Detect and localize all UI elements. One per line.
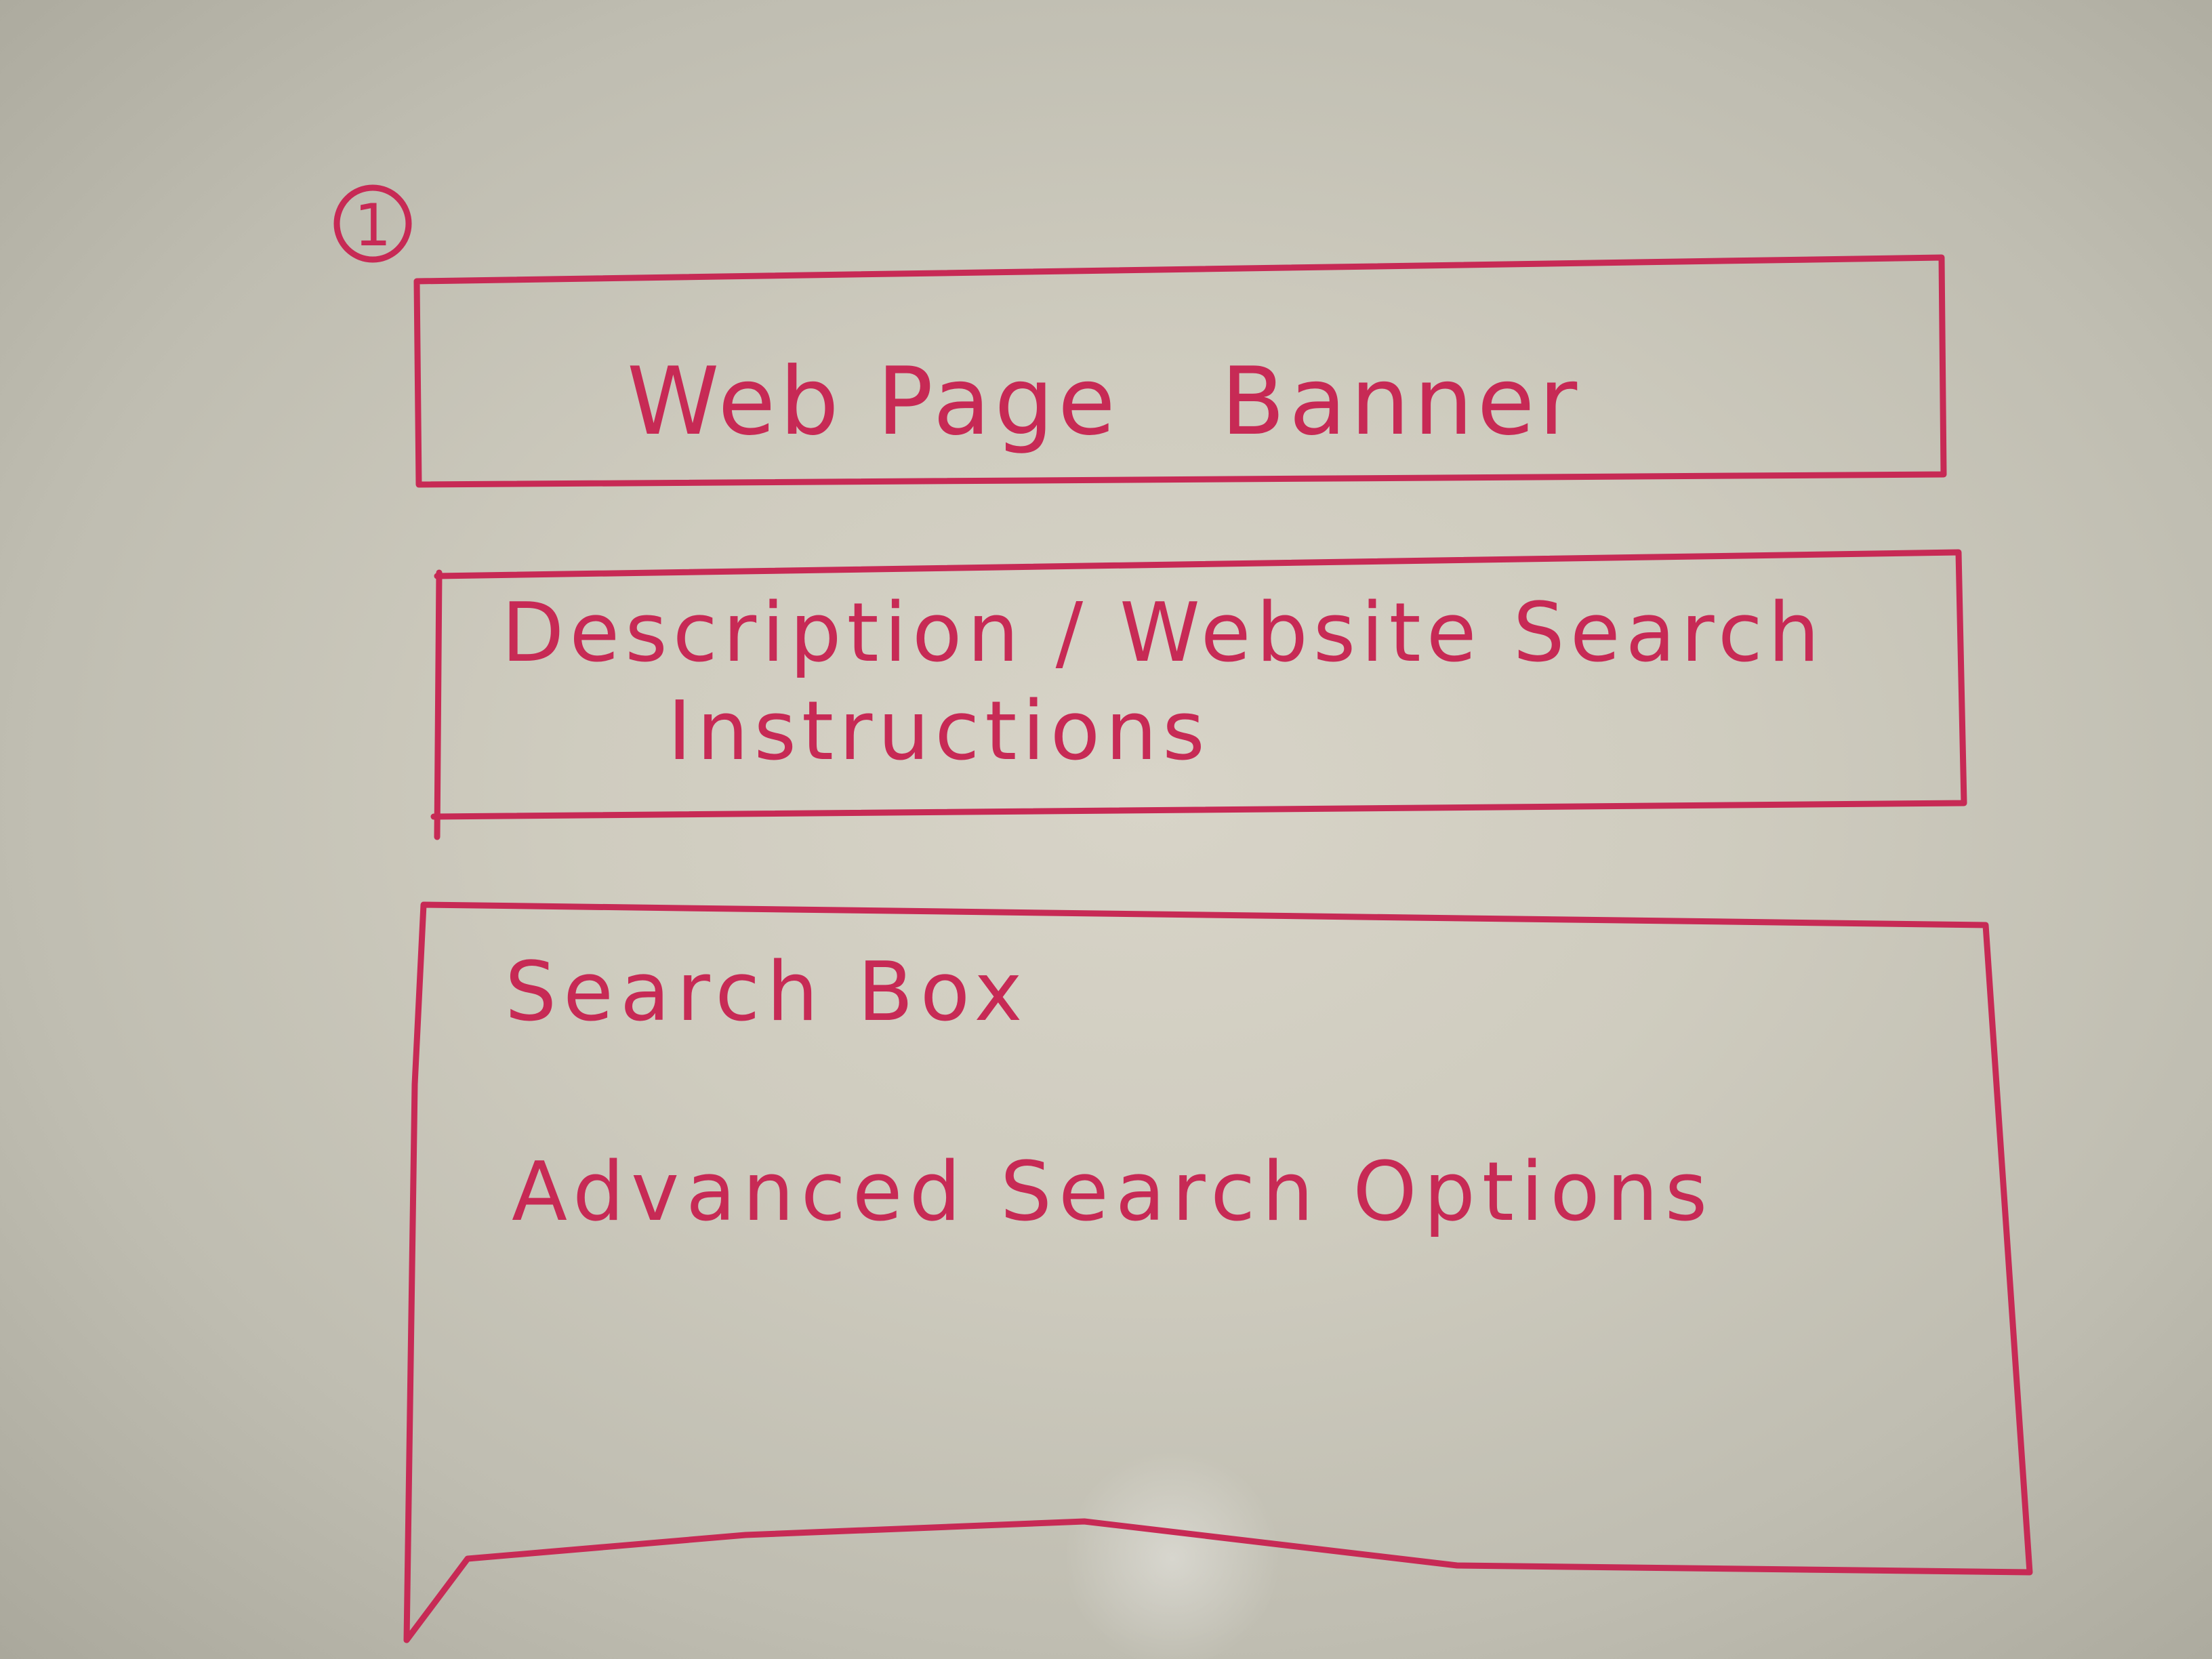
description-box-left-edge bbox=[434, 569, 443, 840]
description-line-2: Instructions bbox=[668, 684, 1210, 779]
banner-box bbox=[413, 254, 1947, 488]
advanced-search-options-label: Advanced Search Options bbox=[512, 1145, 1714, 1240]
search-box-label: Search Box bbox=[505, 945, 1029, 1040]
description-section: Description / Website Search Instruction… bbox=[430, 549, 1967, 840]
description-line-1: Description / Website Search bbox=[501, 586, 1825, 680]
search-section: Search Box Advanced Search Options bbox=[403, 901, 2033, 1643]
step-number-circle bbox=[333, 184, 412, 263]
description-box bbox=[430, 549, 1967, 820]
step-number-marker: 1 bbox=[333, 184, 412, 263]
banner-section: Web Page Banner bbox=[413, 254, 1947, 488]
banner-label: Web Page Banner bbox=[627, 347, 1581, 456]
step-number-label: 1 bbox=[354, 192, 392, 260]
board-glare bbox=[1064, 1450, 1281, 1659]
search-box bbox=[403, 901, 2033, 1643]
